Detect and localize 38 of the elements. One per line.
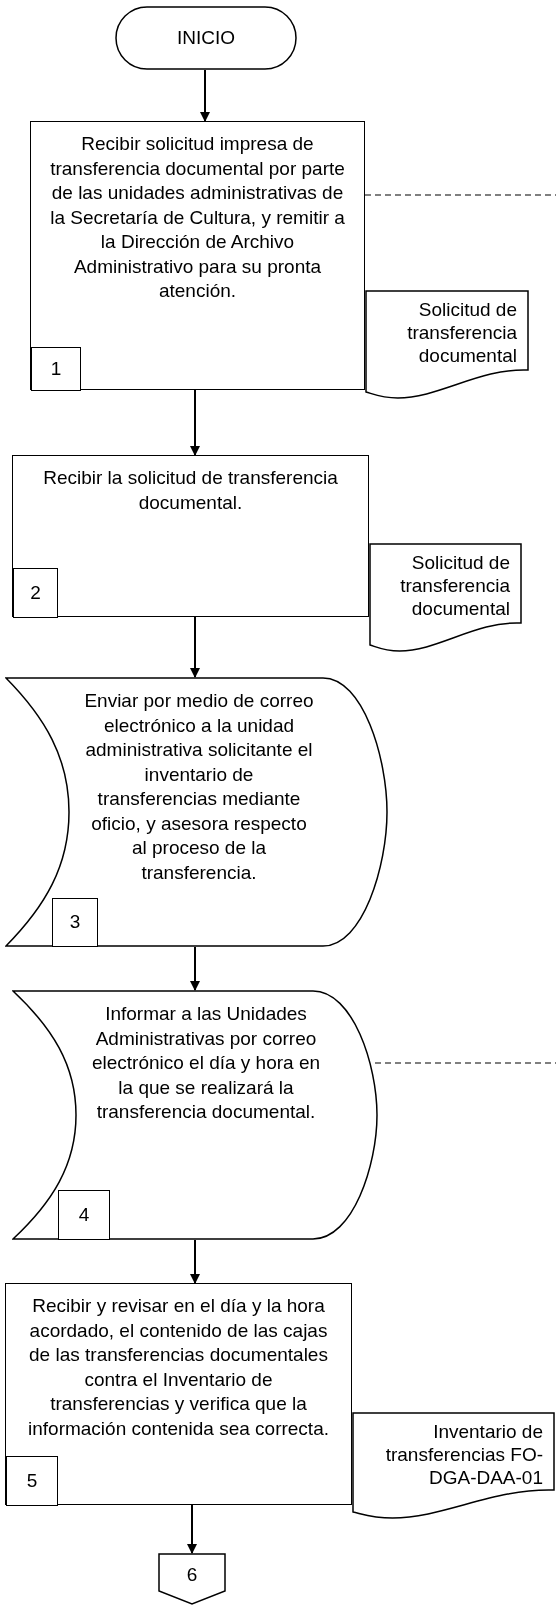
step-number: 3 (68, 910, 82, 935)
document-label: Solicitud de transferencia documental (406, 298, 518, 367)
document-shape (365, 290, 529, 402)
display-text: Informar a las Unidades Administrativas por correo electrónico el día y hora en la que se realizará la transferencia documental. (90, 1002, 322, 1124)
document-shape (369, 543, 522, 655)
display-shape (12, 990, 378, 1240)
step-number-box (52, 898, 98, 947)
process-text: Recibir y revisar en el día y la hora acordado, el contenido de las cajas de las transferencias documentales contra el Inventario de transferencias y verifica que la información contenida sea correcta. (27, 1294, 330, 1441)
process-text: Recibir la solicitud de transferencia documental. (42, 466, 339, 515)
display-text: Enviar por medio de correo electrónico a la unidad administrativa solicitante el inventario de transferencias mediante oficio, y asesora respecto al proceso de la transferencia. (83, 689, 315, 885)
off-page-connector (158, 1553, 226, 1605)
arrow (190, 389, 200, 456)
dashed-connector (374, 1062, 556, 1064)
step-number-box (6, 1456, 58, 1506)
arrow (200, 69, 210, 122)
step-number-box (13, 568, 58, 618)
step-number: 4 (77, 1202, 91, 1227)
process-box (12, 455, 369, 617)
arrow (190, 946, 200, 991)
document-shape (352, 1412, 555, 1522)
dashed-connector (364, 194, 556, 196)
step-number: 2 (29, 580, 42, 605)
terminator-label: INICIO (175, 25, 237, 50)
document-label: Inventario de transferencias FO-DGA-DAA-01 (384, 1420, 544, 1489)
step-number: 5 (25, 1468, 39, 1493)
arrow (190, 1239, 200, 1284)
connector-number: 6 (185, 1563, 199, 1587)
arrow (190, 616, 200, 678)
step-number-box (31, 347, 81, 391)
step-number: 1 (49, 356, 63, 381)
process-box (30, 121, 365, 390)
arrow (187, 1504, 197, 1554)
document-label: Solicitud de transferencia documental (399, 551, 511, 620)
step-number-box (58, 1190, 110, 1240)
display-shape (5, 677, 388, 947)
process-box (5, 1283, 352, 1505)
process-text: Recibir solicitud impresa de transferencia documental por parte de las unidades administrativas de la Secretaría de Cultura, y remitir a la Dirección de Archivo Administrativo para su pronta atención. (49, 132, 346, 303)
start-terminator (115, 6, 297, 70)
